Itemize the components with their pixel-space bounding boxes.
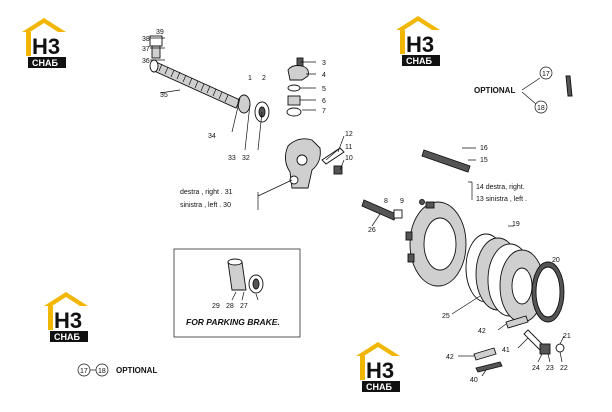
callout-35: 35 [160, 92, 168, 99]
callout-33: 33 [228, 155, 236, 162]
watermark-letters: H3 [406, 32, 434, 57]
long-bolt-part [421, 149, 471, 173]
callout-28: 28 [226, 303, 234, 310]
callout-27: 27 [240, 303, 248, 310]
callout-42b: 42 [446, 354, 454, 361]
watermark-subtitle: СНАБ [366, 382, 392, 392]
callout-7: 7 [322, 108, 326, 115]
washer-part [287, 84, 301, 92]
watermark-subtitle: СНАБ [32, 58, 58, 68]
callout-2: 2 [262, 75, 266, 82]
inset-frame [173, 248, 301, 338]
callout-38: 38 [142, 36, 150, 43]
callout-10: 10 [345, 155, 353, 162]
callout-3: 3 [322, 60, 326, 67]
watermark-letters: H3 [366, 358, 394, 383]
callout-40: 40 [470, 377, 478, 384]
watermark-logo-top-left: H3 СНАБ [22, 18, 66, 68]
callout-26: 26 [368, 227, 376, 234]
pin-part [321, 147, 345, 165]
callout-5: 5 [322, 86, 326, 93]
camshaft-assembly: 38 39 37 36 35 1 2 34 33 32 3 4 5 6 7 12… [142, 29, 353, 210]
watermark-subtitle: СНАБ [54, 332, 80, 342]
callout-12: 12 [345, 131, 353, 138]
callout-37: 37 [142, 46, 150, 53]
spline-shaft [149, 59, 241, 109]
optional-label-top: OPTIONAL [474, 86, 515, 95]
watermark-letters: H3 [54, 308, 82, 333]
watermark-subtitle: СНАБ [406, 56, 432, 66]
bushing-part [237, 94, 251, 114]
callout-20: 20 [552, 257, 560, 264]
plunger-part [227, 261, 247, 291]
callout-34: 34 [208, 133, 216, 140]
callout-39: 39 [156, 29, 164, 36]
bush-part [287, 95, 301, 106]
parking-brake-note: FOR PARKING BRAKE. [186, 317, 280, 327]
lever-head-part [287, 65, 309, 81]
callout-25: 25 [442, 313, 450, 320]
note-destra-14: 14 destra, right. [476, 184, 525, 191]
disc-pack [465, 233, 545, 323]
callout-16: 16 [480, 145, 488, 152]
callout-23: 23 [546, 365, 554, 372]
watermark-logo-bottom-center: H3 СНАБ [356, 342, 400, 392]
short-bolt-part [361, 199, 397, 221]
optional-legend-bottom: 17 18 OPTIONAL [77, 363, 157, 377]
dowel-pin-part [475, 361, 503, 373]
parking-brake-inset: 29 28 27 FOR PARKING BRAKE. [173, 248, 301, 338]
watermark-logo-bottom-left: H3 СНАБ [44, 292, 88, 342]
callout-17-bottom: 17 [80, 368, 88, 375]
callout-21: 21 [563, 333, 571, 340]
spring-part-lower [473, 347, 497, 361]
bolt-nut-part [393, 209, 403, 219]
watermark-letters: H3 [32, 34, 60, 59]
note-sinistra-30: sinistra , left . 30 [180, 202, 231, 209]
watermark-logo-top-center: H3 СНАБ [396, 16, 440, 66]
brake-disc-assembly: 16 15 14 destra, right. 13 sinistra , le… [361, 145, 571, 384]
callout-19: 19 [512, 221, 520, 228]
callout-1: 1 [248, 75, 252, 82]
callout-8: 8 [384, 198, 388, 205]
outer-ring [531, 261, 565, 323]
callout-6: 6 [322, 98, 326, 105]
callout-32: 32 [242, 155, 250, 162]
bracket-part [151, 45, 161, 59]
callout-17: 17 [542, 71, 550, 78]
note-destra-31: destra , right . 31 [180, 189, 233, 196]
callout-15: 15 [480, 157, 488, 164]
note-sinistra-13: 13 sinistra , left . [476, 196, 527, 203]
optional-label-bottom: OPTIONAL [116, 366, 157, 375]
callout-18-bottom: 18 [98, 368, 106, 375]
callout-11: 11 [345, 144, 352, 151]
spring-part [505, 315, 529, 329]
nut-part [333, 165, 343, 175]
callout-36: 36 [142, 58, 150, 65]
callout-22: 22 [560, 365, 568, 372]
pressure-plate-ring [405, 201, 467, 287]
callout-4: 4 [322, 72, 326, 79]
callout-24: 24 [532, 365, 540, 372]
callout-29: 29 [212, 303, 220, 310]
o-ring-part [286, 107, 302, 117]
callout-9: 9 [400, 198, 404, 205]
callout-42a: 42 [478, 328, 486, 335]
optional-legend-top: 17 18 OPTIONAL [474, 66, 573, 114]
callout-18: 18 [537, 105, 545, 112]
clip-part [149, 35, 163, 47]
callout-41: 41 [502, 347, 510, 354]
